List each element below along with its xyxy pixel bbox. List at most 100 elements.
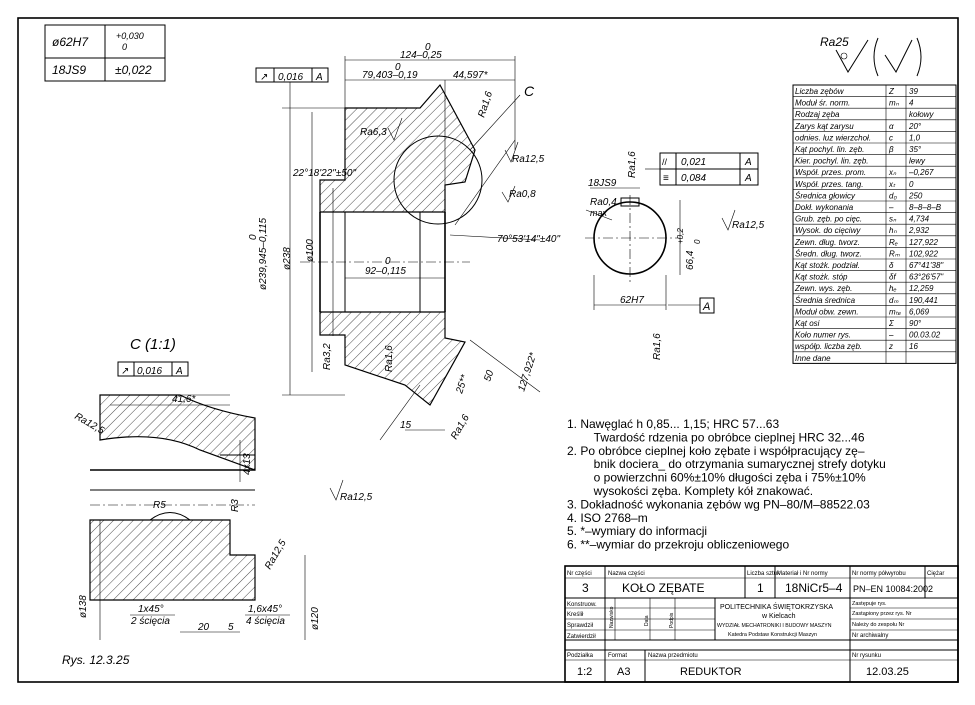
gear-param-value: 63°26'57" [909, 273, 944, 282]
tb-city: w Kielcach [761, 613, 796, 620]
dim-79: 79,403–0,19 [362, 70, 418, 81]
detail-dim-5: 5 [228, 622, 234, 633]
gear-param-symbol: z [888, 342, 893, 351]
dim-92-upper: 0 [385, 256, 391, 267]
gear-param-symbol: β [888, 145, 894, 154]
note-line: Twardość rdzenia po obróbce cieplnej HRC… [567, 430, 865, 444]
tb-h-qty: Liczba sztuk [747, 571, 781, 577]
main-section-view: C ↗ 0,016 A 0 124–0,25 0 79,403–0,19 44,… [248, 42, 560, 442]
gear-param-name: Moduł śr. norm. [795, 99, 850, 108]
dim-66-upper: +0,2 [676, 228, 685, 244]
gear-param-symbol: – [888, 331, 894, 340]
datum-a: A [702, 301, 710, 313]
ra-hub-1: Ra1,6 [627, 151, 638, 178]
gear-param-value: 127,922 [909, 238, 938, 247]
gear-param-name: Moduł obw. zewn. [795, 307, 859, 316]
ra-detail-2: Ra12,5 [340, 492, 373, 503]
tol-lower-1: 0 [122, 42, 127, 52]
dim-66: 66,4 [685, 250, 696, 270]
dim-50: 50 [482, 369, 496, 383]
gear-param-name: Kąt stożk. stóp [795, 273, 848, 282]
dim-79-upper: 0 [395, 62, 401, 73]
ra-main-4: Ra0,8 [509, 189, 536, 200]
ra-main-3: Ra12,5 [512, 154, 545, 165]
tb-role-1: Konstruow. [567, 602, 597, 608]
gear-param-symbol: α [889, 122, 894, 131]
note-line: 5. *–wymiary do informacji [567, 524, 707, 538]
note-line: 3. Dokładność wykonania zębów wg PN–80/M… [567, 497, 870, 511]
dim-angle-22: 22°18'22"±50" [292, 168, 356, 179]
tb-format: A3 [617, 666, 630, 678]
ra-hub-max: max [590, 208, 608, 218]
gear-param-value: 4,734 [909, 215, 930, 224]
tb-h-material: Materiał i Nr normy [777, 571, 828, 577]
tb-dept: Katedra Podstaw Konstrukcji Maszyn [728, 632, 817, 638]
detail-runout-value: 0,016 [137, 366, 162, 377]
detail-view-c: C (1:1) ↗ 0,016 A 41,6* 4x13 R5 R3 ø138 … [62, 336, 373, 667]
detail-dim-4x13: 4x13 [242, 453, 253, 475]
tb-belongs: Należy do zespołu Nr [852, 622, 904, 628]
tb-faculty: WYDZIAŁ MECHATRONIKI I BUDOWY MASZYN [717, 623, 832, 629]
gear-param-symbol: xₜ [888, 180, 896, 189]
ra-main-7: Ra1,6 [449, 413, 472, 442]
sheet-frame [17, 17, 959, 683]
tb-h-mass: Ciężar [927, 571, 944, 577]
gear-param-value: lewy [909, 157, 926, 166]
tb-qty: 1 [757, 581, 764, 595]
detail-r5: R5 [153, 500, 166, 511]
note-line: 4. ISO 2768–m [567, 511, 648, 525]
gear-param-symbol: dₘ [889, 296, 898, 305]
tb-replaces: Zastępuje rys. [852, 601, 887, 607]
gear-param-name: Zarys kąt zarysu [794, 122, 854, 131]
title-block: Nr części Nazwa części Liczba sztuk Mate… [564, 565, 959, 683]
tb-part-no: 3 [582, 581, 589, 595]
gear-param-name: Grub. zęb. po cięc. [795, 215, 862, 224]
gear-param-value: 102,922 [909, 249, 938, 258]
gear-param-symbol: mₙ [889, 99, 900, 108]
tb-std: PN–EN 10084:2002 [853, 584, 933, 594]
gear-param-name: Wysok. do cięciwy [795, 226, 861, 235]
dim-25: 25** [454, 372, 471, 395]
tb-replaced-by: Zastąpiony przez rys. Nr [852, 611, 912, 617]
ra-hub-3: Ra12,5 [732, 220, 765, 231]
note-line: wysokości zęba. Komplety kół znakować. [567, 484, 813, 498]
detail-runout-datum: A [175, 366, 183, 377]
gear-param-value: 6,069 [909, 307, 930, 316]
gear-param-value: 250 [908, 191, 923, 200]
parallelism-symbol: // [662, 157, 668, 167]
tb-h-drawing: Nr rysunku [852, 653, 881, 659]
symmetry-value: 0,084 [681, 173, 706, 184]
gear-param-value: 12,259 [909, 284, 934, 293]
gear-param-value: 4 [909, 99, 914, 108]
detail-dim-41: 41,6* [172, 394, 196, 405]
dim-239-upper: 0 [248, 234, 259, 240]
detail-dim-138: ø138 [78, 595, 89, 618]
gear-param-symbol: hₑ [889, 284, 897, 293]
hub-keyway-view: 18JS9 66,4 +0,2 0 62H7 A // 0,021 A ≡ 0,… [585, 151, 765, 360]
note-line: 2. Po obróbce cieplnej koło zębate i wsp… [567, 444, 865, 458]
ra-main-1: Ra6,3 [360, 127, 387, 138]
gear-param-name: Średnica głowicy [795, 191, 856, 200]
tb-part-name: KOŁO ZĘBATE [622, 581, 704, 595]
tol-fit-1: ø62H7 [52, 35, 89, 49]
detail-title: C (1:1) [130, 336, 176, 353]
gear-param-name: Liczba zębów [795, 87, 845, 96]
dim-127: 127,922* [516, 350, 539, 393]
gear-param-name: Inne dane [795, 354, 831, 363]
tb-material: 18NiCr5–4 [785, 581, 843, 595]
gear-param-name: Kier. pochyl. lin. zęb. [795, 157, 869, 166]
ra-main-2: Ra1,6 [476, 90, 495, 119]
note-line: bnik dociera_ do otrzymania sumarycznej … [567, 457, 886, 471]
dim-66-lower: 0 [693, 239, 702, 244]
gear-param-value: 2,932 [908, 226, 930, 235]
gear-param-name: Kąt osi [795, 319, 820, 328]
dim-239: ø239,945–0,115 [258, 217, 269, 290]
tb-h-part-no: Nr części [567, 571, 592, 577]
tb-role-3: Sprawdził [567, 623, 594, 629]
tb-school: POLITECHNIKA ŚWIĘTOKRZYSKA [720, 602, 833, 611]
gear-param-value: –0,267 [908, 168, 934, 177]
gear-param-value: 8–8–8–B [909, 203, 942, 212]
general-surface-finish: Ra25 [820, 35, 922, 77]
tb-h-format: Format [608, 653, 627, 659]
